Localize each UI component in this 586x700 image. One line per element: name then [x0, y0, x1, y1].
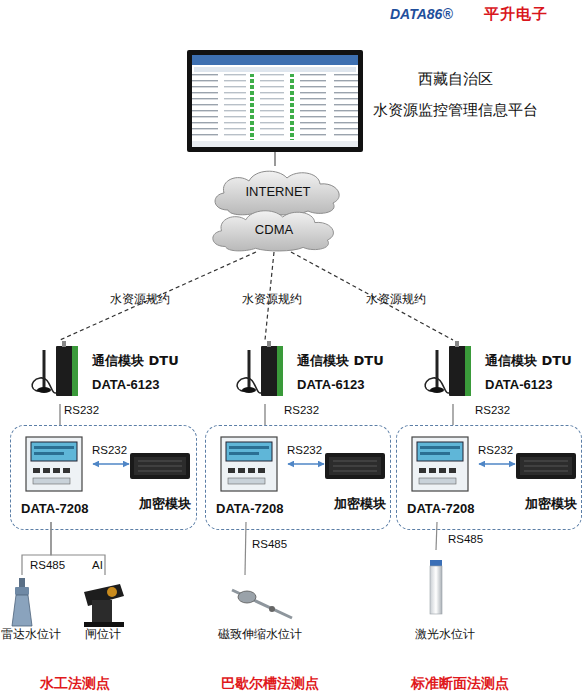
- site-title: 标准断面法测点: [411, 675, 509, 693]
- dtu-module: [237, 341, 283, 396]
- connector-line: [59, 404, 60, 425]
- connector-line: [274, 152, 275, 166]
- monitor-screen: [187, 50, 363, 152]
- node-text: 加密模块: [515, 495, 586, 513]
- edge-label: RS485: [448, 533, 483, 545]
- edge-label: 水资源规约: [110, 292, 170, 307]
- controller-device: [221, 437, 277, 491]
- node-text: 磁致伸缩水位计: [205, 626, 315, 643]
- controller-device: [412, 437, 468, 491]
- edge-label: 水资源规约: [366, 292, 426, 307]
- magnetostrictive-sensor: [232, 590, 292, 618]
- site-title: 水工法测点: [40, 675, 110, 693]
- connector-line: [452, 404, 453, 425]
- internet-cloud: INTERNET: [208, 166, 348, 216]
- brand-logo: DATA86®: [390, 6, 453, 22]
- connector-line: [479, 463, 515, 464]
- radar-level-sensor: [12, 578, 32, 626]
- node-text: DATA-6123: [297, 377, 364, 392]
- connector-line: [264, 404, 265, 425]
- connector-line: [436, 522, 437, 550]
- edge-label: RS232: [284, 404, 319, 416]
- encryption-module: [516, 453, 576, 479]
- node-text: DATA-7208: [21, 501, 93, 516]
- edge-label: 水资源规约: [242, 292, 302, 307]
- sensor-node: 磁致伸缩水位计: [205, 575, 315, 647]
- site-title: 巴歇尔槽法测点: [221, 675, 319, 693]
- node-text: INTERNET: [208, 184, 348, 199]
- connector-line: [60, 252, 256, 340]
- node-text: 通信模块 DTU: [92, 352, 179, 370]
- connector-line: [291, 252, 453, 340]
- sensor-node: 雷达水位计: [0, 575, 62, 647]
- encryption-node: 加密模块: [324, 446, 396, 516]
- brand-logo: 平升电子: [484, 5, 548, 24]
- edge-label: RS232: [64, 404, 99, 416]
- encryption-module: [325, 453, 385, 479]
- station-group: DATA-7208加密模块: [205, 425, 391, 530]
- connector-line: [245, 522, 246, 575]
- node-text: 西藏自治区 水资源监控管理信息平台: [367, 64, 543, 126]
- dtu-module: [32, 341, 78, 396]
- dtu-module: [425, 341, 471, 396]
- node-text: 通信模块 DTU: [485, 352, 572, 370]
- dtu-node: 通信模块 DTU DATA-6123: [35, 340, 215, 404]
- controller-device: [26, 437, 82, 491]
- dtu-node: 通信模块 DTU DATA-6123: [240, 340, 410, 404]
- sensor-node: 激光水位计: [400, 550, 490, 647]
- edge-label: RS232: [92, 444, 127, 456]
- edge-label: AI: [92, 559, 103, 571]
- platform-screen: 西藏自治区 水资源监控管理信息平台: [187, 50, 363, 152]
- edge-label: RS232: [287, 444, 322, 456]
- encryption-node: 加密模块: [129, 446, 201, 516]
- station-group: DATA-7208加密模块: [396, 425, 582, 530]
- node-text: DATA-6123: [92, 377, 159, 392]
- node-text: DATA-6123: [485, 377, 552, 392]
- connector-line: [93, 463, 129, 464]
- node-text: 加密模块: [129, 495, 201, 513]
- node-text: 激光水位计: [400, 626, 490, 643]
- encryption-node: 加密模块: [515, 446, 586, 516]
- node-text: 加密模块: [324, 495, 396, 513]
- edge-label: RS232: [478, 444, 513, 456]
- encryption-module: [130, 453, 190, 479]
- cdma-cloud: CDMA: [206, 206, 342, 252]
- controller-node: DATA-7208: [21, 434, 93, 522]
- sensor-node: 闸位计: [72, 575, 134, 647]
- edge-label: RS485: [252, 538, 287, 550]
- station-group: DATA-7208加密模块: [10, 425, 197, 530]
- node-text: DATA-7208: [407, 501, 479, 516]
- dtu-node: 通信模块 DTU DATA-6123: [428, 340, 586, 404]
- gate-position-sensor: [84, 584, 124, 627]
- controller-node: DATA-7208: [407, 434, 479, 522]
- controller-node: DATA-7208: [216, 434, 288, 522]
- node-text: CDMA: [206, 222, 342, 237]
- node-text: 雷达水位计: [0, 626, 62, 643]
- edge-label: RS485: [30, 559, 65, 571]
- node-text: 通信模块 DTU: [297, 352, 384, 370]
- node-text: DATA-7208: [216, 501, 288, 516]
- laser-level-sensor: [430, 560, 442, 614]
- edge-label: RS232: [475, 404, 510, 416]
- connector-line: [288, 463, 324, 464]
- node-text: 闸位计: [72, 626, 134, 643]
